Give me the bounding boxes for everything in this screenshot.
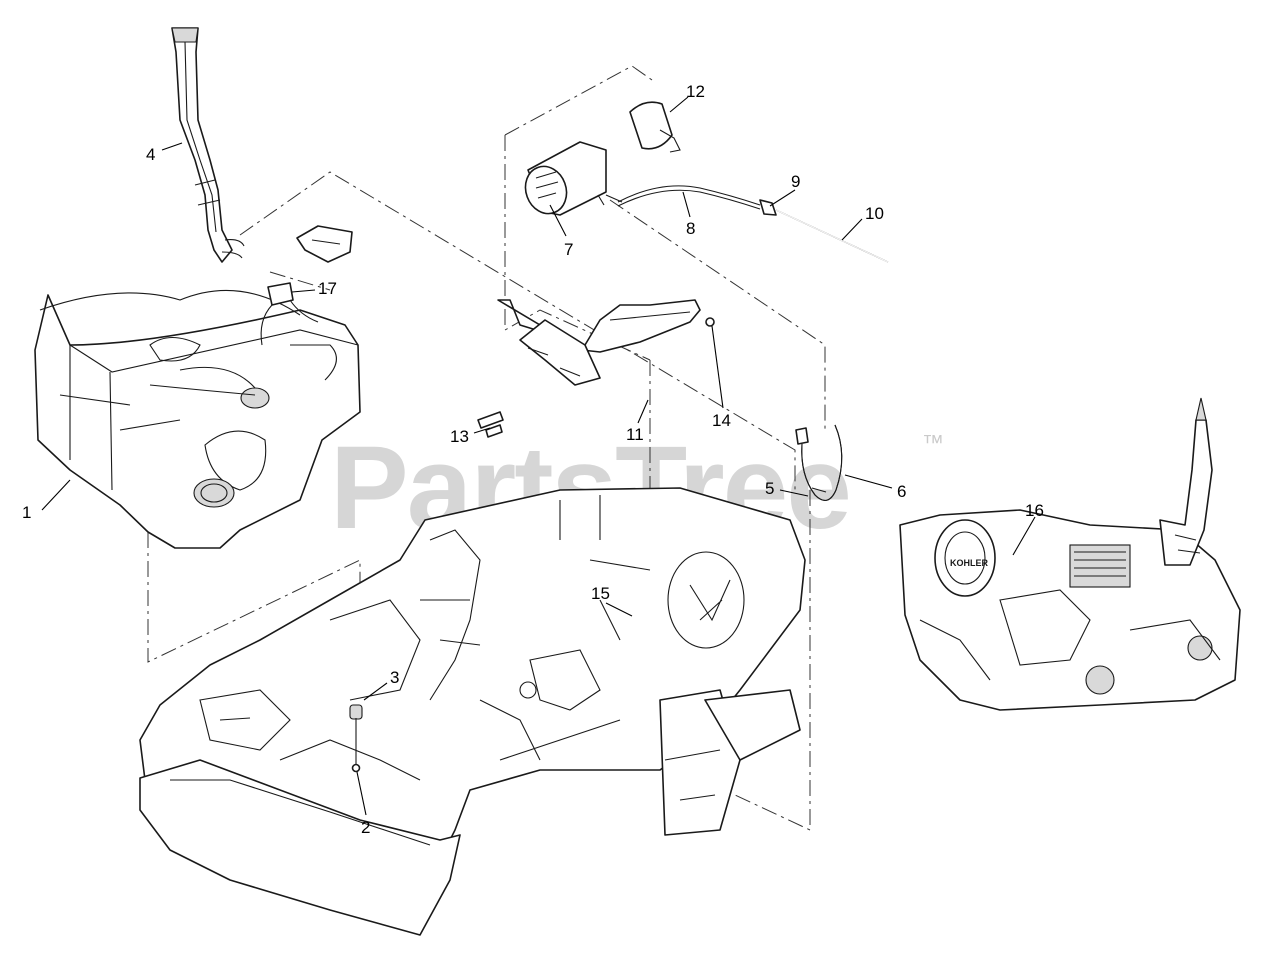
callout-12: 12 [686,82,705,101]
callout-10: 10 [865,204,884,223]
callout-4: 4 [146,145,155,164]
carbon-canister [524,141,623,216]
callout-2: 2 [361,818,370,837]
filler-neck [171,27,245,263]
engine-assembly: KOHLER [899,397,1241,711]
vent-hose-assembly [617,185,889,263]
callout-16: 16 [1025,501,1044,520]
callout-13: 13 [450,427,469,446]
canister-strap [629,101,681,153]
callout-8: 8 [686,219,695,238]
callout-5: 5 [765,479,774,498]
heat-shield [497,299,701,386]
callout-14: 14 [712,411,731,430]
callout-11: 11 [626,425,644,444]
mower-frame [139,487,806,936]
callout-15: 15 [591,584,610,603]
fuel-fitting [260,282,319,346]
callout-1: 1 [22,503,31,522]
watermark-trademark: ™ [922,430,944,455]
callout-labels: 1 2 3 4 5 6 7 8 9 10 11 12 13 14 15 16 1… [22,82,1044,837]
callout-7: 7 [564,240,573,259]
engine-brand-text: KOHLER [950,558,989,568]
callout-17: 17 [318,279,337,298]
callout-leaders [41,96,1036,816]
callout-9: 9 [791,172,800,191]
callout-6: 6 [897,482,906,501]
mount-bracket [296,225,353,263]
fuel-tank [34,289,361,549]
callout-3: 3 [390,668,399,687]
fuel-hose [795,424,843,501]
